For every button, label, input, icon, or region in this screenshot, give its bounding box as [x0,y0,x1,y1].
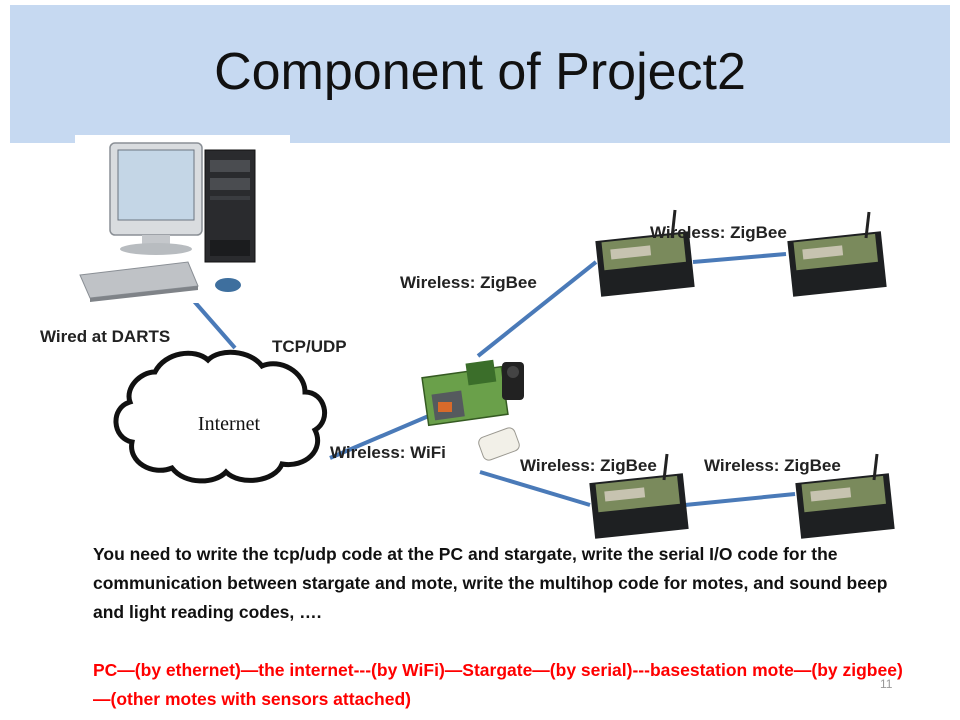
zigbee-label-lower-left: Wireless: ZigBee [520,456,657,475]
link-stargate-mote-lower [479,470,591,507]
link-stargate-mote-upper [476,260,598,358]
slide-title: Component of Project2 [214,43,746,101]
description-text: You need to write the tcp/udp code at th… [93,544,888,622]
flow-text: PC—(by ethernet)—the internet---(by WiFi… [93,660,903,709]
slide-number: 11 [880,677,893,691]
internet-label: Internet [198,413,261,435]
internet-cloud-icon [113,349,327,484]
zigbee-label-upper-left: Wireless: ZigBee [400,273,537,292]
mote-icon-lower-left [589,453,689,539]
mote-icon-lower-right [795,453,895,539]
wired-label: Wired at DARTS [40,327,171,346]
zigbee-label-upper-right: Wireless: ZigBee [650,223,787,242]
pc-icon [75,135,290,303]
link-pc-internet [191,298,237,350]
tcp-label: TCP/UDP [272,337,347,356]
mote-icon-upper-left [595,209,695,297]
link-mote-mote-lower [684,492,796,507]
link-internet-stargate [329,410,439,460]
link-mote-mote-upper [692,252,787,264]
wifi-label: Wireless: WiFi [330,443,446,462]
stargate-icon [421,359,524,461]
mote-icon-upper-right [787,211,887,297]
title-band [10,5,950,143]
zigbee-label-lower-right: Wireless: ZigBee [704,456,841,475]
